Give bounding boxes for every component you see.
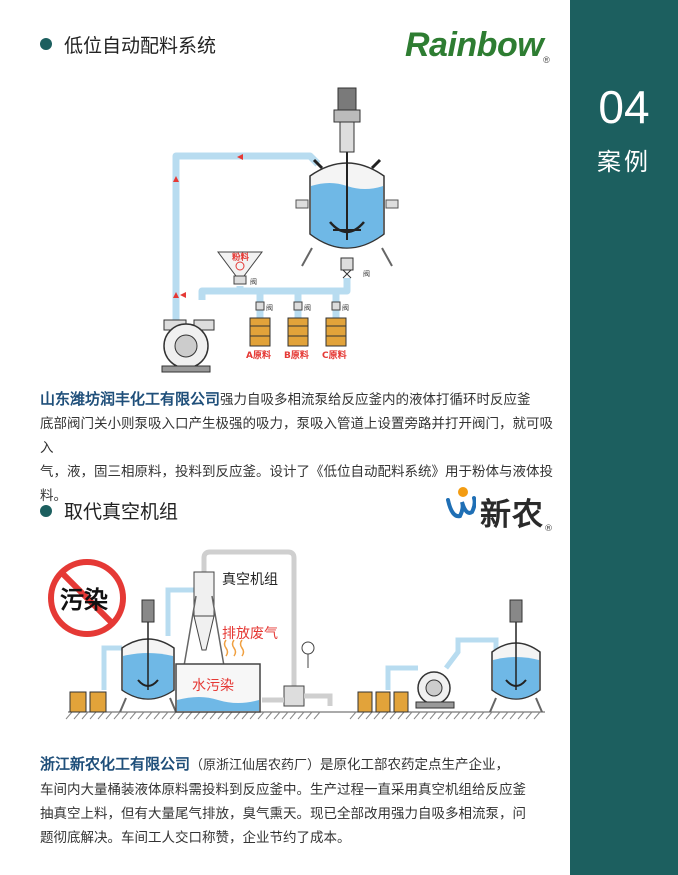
batching-system-diagram: 阀 粉料 阀 阀 阀 阀 A原料 B原料 C原料 xyxy=(161,87,399,373)
exhaust-label: 排放废气 xyxy=(222,626,278,642)
svg-text:阀: 阀 xyxy=(304,303,311,312)
rainbow-logo: Rainbow® xyxy=(405,26,550,65)
sidebar-band: 04 案例 xyxy=(570,0,678,875)
vacuum-replacement-diagram: 污染 水污染 真空机组 排放废气 xyxy=(48,549,545,720)
cyclone-separator xyxy=(183,571,225,667)
section1-description: 山东潍坊润丰化工有限公司强力自吸多相流泵给反应釜内的液体打循环时反应釜 底部阀门… xyxy=(40,390,553,504)
right-reactor xyxy=(489,599,543,713)
material-c-label: C原料 xyxy=(322,349,347,361)
multiphase-pump xyxy=(161,319,215,373)
water-pollution-label: 水污染 xyxy=(192,678,234,694)
section1-company: 山东潍坊润丰化工有限公司 xyxy=(40,390,221,408)
vacuum-unit-label: 真空机组 xyxy=(222,572,278,588)
section1-bullet xyxy=(40,38,52,50)
drum-c xyxy=(325,317,347,347)
section-number: 04 xyxy=(598,81,650,133)
vacuum-pump xyxy=(262,685,333,707)
section2-title: 取代真空机组 xyxy=(64,501,179,523)
material-a-label: A原料 xyxy=(246,349,271,361)
reactor-vessel xyxy=(295,87,399,279)
section-label: 案例 xyxy=(597,148,651,176)
no-pollution-sign xyxy=(48,559,126,637)
section2-company: 浙江新农化工有限公司 xyxy=(40,755,191,773)
section2-bullet xyxy=(40,505,52,517)
hopper-valve-label: 阀 xyxy=(250,277,257,286)
reactor-valve-label: 阀 xyxy=(363,269,370,278)
xinnong-logo-mark xyxy=(446,487,476,519)
powder-label: 粉料 xyxy=(232,252,250,263)
right-pump xyxy=(415,671,455,709)
drum-b xyxy=(287,317,309,347)
svg-text:阀: 阀 xyxy=(266,303,273,312)
section2-description: 浙江新农化工有限公司（原浙江仙居农药厂）是原化工部农药定点生产企业， 车间内大量… xyxy=(40,755,526,846)
drum-a xyxy=(249,317,271,347)
material-b-label: B原料 xyxy=(284,349,309,361)
pollution-text: 污染 xyxy=(60,586,108,614)
left-reactor xyxy=(119,599,177,713)
svg-text:阀: 阀 xyxy=(342,303,349,312)
drums-left xyxy=(69,691,107,713)
section1-title: 低位自动配料系统 xyxy=(64,35,217,57)
xinnong-logo: 新农® xyxy=(480,497,554,534)
drums-right xyxy=(357,691,409,713)
